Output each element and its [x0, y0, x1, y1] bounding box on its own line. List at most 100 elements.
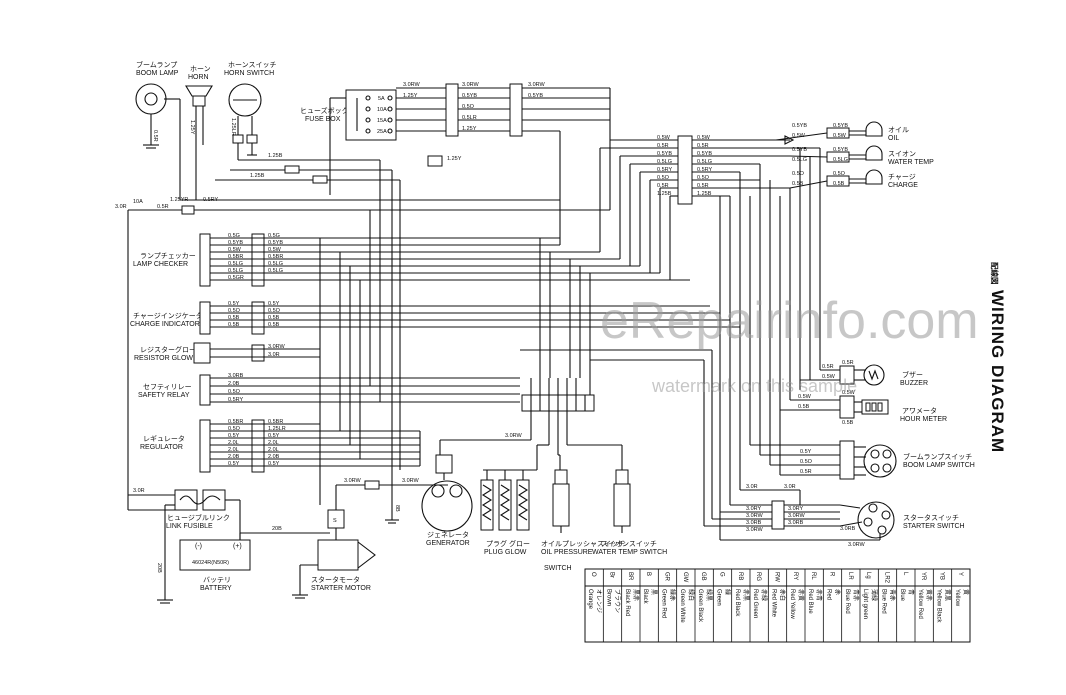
oil-pressure-switch: オイルプレッシャスイッチ OIL PRESSURE SWITCH: [541, 454, 625, 572]
legend-code: R: [829, 572, 835, 577]
wire-label: 0.5R: [152, 130, 158, 142]
legend-jp: 赤緑: [760, 589, 768, 601]
wire-label: 0.5O: [800, 459, 813, 465]
buzzer-jp-label: ブザー: [902, 370, 923, 379]
wire-label: 3.0RB: [840, 526, 856, 532]
wire-label: 1.25Y: [462, 126, 477, 132]
legend-code: L: [902, 572, 908, 576]
wire-label: 0.5Y: [228, 461, 240, 467]
legend-jp: 黄赤: [925, 589, 933, 601]
safety-relay-label: SAFETY RELAY: [138, 392, 190, 399]
wire-label: 3.0RW: [746, 513, 764, 519]
boom-lamp-icon: [135, 83, 167, 115]
starter-motor-label: STARTER MOTOR: [311, 585, 371, 592]
legend-en: Orange: [587, 589, 593, 610]
link-fusible-jp-label: ヒュージブルリンク: [167, 513, 230, 522]
legend-jp: 赤黒: [742, 589, 749, 601]
legend-en: Green Red: [661, 589, 667, 618]
wire-label: 0.5O: [657, 175, 670, 181]
legend-code: G: [719, 572, 725, 577]
wire-label: 2.0B: [228, 381, 240, 387]
battery-neg-label: (-): [195, 543, 202, 550]
wire-label: 0.5BR: [228, 254, 243, 260]
wire-label: 2.0L: [228, 440, 239, 446]
wire-label: 0.5LG: [657, 159, 672, 165]
fuse-10a: 10A: [377, 107, 387, 113]
connector: [312, 175, 328, 184]
wire-label: 0.5RY: [657, 167, 673, 173]
wire-label: 1.25B: [657, 191, 672, 197]
legend-en: Yellow Black: [936, 589, 942, 623]
wire-label: 0.5Y: [800, 449, 812, 455]
legend-en: Blue Red: [881, 589, 887, 614]
regulator-label: REGULATOR: [140, 444, 183, 451]
wire-label: 0.5BR: [268, 254, 283, 260]
wire-label: 3.0RY: [788, 506, 804, 512]
wire-label: 1.25YR: [170, 197, 188, 203]
resistor-glow-jp-label: レジスターグロー: [140, 345, 196, 354]
wire-label: 3.0RB: [228, 373, 244, 379]
legend-code: RG: [755, 572, 761, 581]
wire-label: 0.5R: [800, 469, 812, 475]
fuse: [181, 205, 195, 215]
connector: [509, 83, 523, 137]
wire-label: 3.0RB: [746, 520, 762, 526]
wire-label: 0.5RY: [697, 167, 713, 173]
legend-jp: オレンジ: [595, 589, 602, 613]
wire-label: 2.0L: [268, 440, 279, 446]
wire-label: 0.5W: [657, 135, 671, 141]
legend-en: Green Black: [697, 589, 703, 623]
wire-label: 0.5LG: [228, 268, 243, 274]
regulator-jp-label: レギュレータ: [143, 434, 185, 443]
battery: (-) (+) 46024R(N50R) バッテリ BATTERY 20B 20…: [156, 526, 330, 604]
wire-label: 2.0L: [268, 447, 279, 453]
wire-label: 0.5B: [268, 315, 280, 321]
wire-label: 0.5B: [228, 322, 240, 328]
wire-label: 0.5W: [833, 133, 847, 139]
hour-meter: 0.5W 0.5W 0.5B 0.5B アワメータ HOUR METER: [780, 390, 947, 426]
wire-label: 0.5O: [833, 171, 846, 177]
diode-icon: [784, 135, 795, 145]
wire-label: 0.5W: [697, 135, 711, 141]
oil-pressure-switch-label-2: SWITCH: [544, 565, 572, 572]
connector: [771, 500, 785, 530]
legend-code: YB: [939, 572, 945, 580]
wire-label: 0.5R: [697, 143, 709, 149]
safety-relay: セフティリレー SAFETY RELAY: [138, 374, 211, 406]
wire-label: 1.25Y: [189, 120, 195, 135]
legend-code: Y: [957, 572, 963, 576]
wire-label: 3.0RW: [403, 82, 421, 88]
fuse-box-jp-label: ヒューズボックス: [300, 106, 355, 115]
legend-jp: 黒赤: [632, 589, 639, 601]
legend-en: Red Yellow: [789, 589, 795, 619]
starter-motor-jp-label: スタータモータ: [311, 575, 360, 584]
water-temp-lamp-icon: [865, 145, 883, 161]
legend-code: B: [645, 572, 651, 576]
wire-label: 3.0R: [746, 484, 758, 490]
wire-label: 3.0RW: [462, 82, 480, 88]
battery-icon: [179, 539, 251, 571]
horn-jp-label: ホーン: [190, 65, 211, 73]
wire-label: 0.5YB: [833, 123, 848, 129]
legend-jp: 赤: [834, 589, 841, 595]
wire-label: 0.5BR: [268, 419, 283, 425]
wire-label: 2.0B: [228, 454, 240, 460]
wire-label: 0.5O: [462, 104, 475, 110]
wire-label: 0.5LG: [228, 261, 243, 267]
wire-label: 1.25Y: [403, 93, 418, 99]
wire-label: 0.5B: [842, 420, 854, 426]
legend-jp: 赤白: [779, 589, 787, 601]
wire-label: 3.0RW: [848, 542, 866, 548]
legend-jp: 赤青: [815, 589, 823, 601]
legend-en: Red White: [771, 589, 777, 618]
title-text: WIRING DIAGRAM: [988, 290, 1007, 453]
regulator: レギュレータ REGULATOR: [140, 419, 265, 473]
wire-label: 0.5R: [697, 183, 709, 189]
legend-jp: ブラウン: [614, 589, 622, 613]
horn-switch: ホーンスイッチ HORN SWITCH 1.25LR: [224, 61, 277, 160]
connector: [839, 395, 855, 419]
wire-label: 0.5W: [842, 390, 856, 396]
legend-code: YR: [920, 572, 926, 581]
wire-label: 0.5W: [228, 247, 242, 253]
link-fusible-label: LINK FUSIBLE: [166, 523, 213, 530]
